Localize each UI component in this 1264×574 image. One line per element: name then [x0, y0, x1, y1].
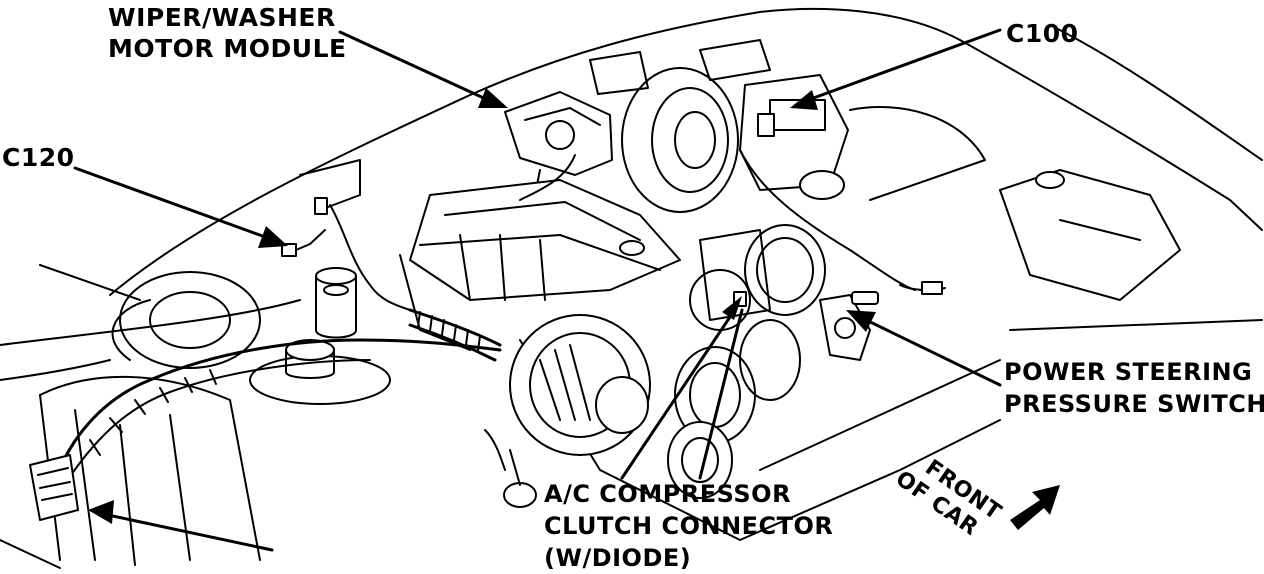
lower-hose [484, 429, 537, 508]
label-wiper-line-2: MOTOR MODULE [108, 34, 347, 63]
label-ac-line-3: (W/DIODE) [544, 544, 692, 572]
c100-arrow [790, 28, 1002, 110]
ac-arrow-1 [620, 296, 742, 480]
intake-hose [408, 308, 502, 362]
connector-c120 [281, 197, 328, 257]
label-ac-line-2: CLUTCH CONNECTOR [544, 512, 834, 540]
label-ac-line-1: A/C COMPRESSOR [544, 480, 792, 508]
label-c100: C100 [1006, 19, 1079, 48]
vehicle-body-outline [0, 7, 1263, 569]
ac-arrow-2 [698, 308, 744, 480]
power-steering-pump [819, 294, 871, 361]
c120-arrow [73, 166, 288, 248]
label-c120: C120 [2, 143, 75, 172]
strut-tower [249, 339, 391, 405]
label-ps-line-1: POWER STEERING [1004, 358, 1253, 386]
inner-fender-right [849, 106, 986, 201]
left-wheel-housing [119, 271, 261, 369]
leader-arrows [73, 28, 1002, 552]
connector-c100 [757, 113, 775, 137]
left-bulkhead-connector [29, 454, 79, 521]
ps-pressure-switch [851, 281, 943, 305]
ps-switch-arrow [846, 310, 1002, 387]
bulkhead-arrow [88, 500, 274, 552]
wiper-arrow [338, 30, 508, 108]
ac-compressor [689, 224, 826, 331]
label-ac-compressor-clutch-connector: A/C COMPRESSOR CLUTCH CONNECTOR (W/DIODE… [544, 478, 833, 574]
brake-booster [621, 67, 739, 213]
label-wiper-washer-motor-module: WIPER/WASHER MOTOR MODULE [108, 2, 347, 64]
front-of-car-arrow [1010, 485, 1060, 530]
air-filter-canister [315, 267, 357, 339]
alternator [509, 314, 651, 456]
label-power-steering-pressure-switch: POWER STEERING PRESSURE SWITCH [1004, 356, 1264, 420]
coolant-reservoir [999, 169, 1181, 301]
label-ps-line-2: PRESSURE SWITCH [1004, 390, 1264, 418]
wiring-harness [53, 149, 946, 501]
engine-block [399, 179, 681, 351]
label-wiper-line-1: WIPER/WASHER [108, 3, 336, 32]
